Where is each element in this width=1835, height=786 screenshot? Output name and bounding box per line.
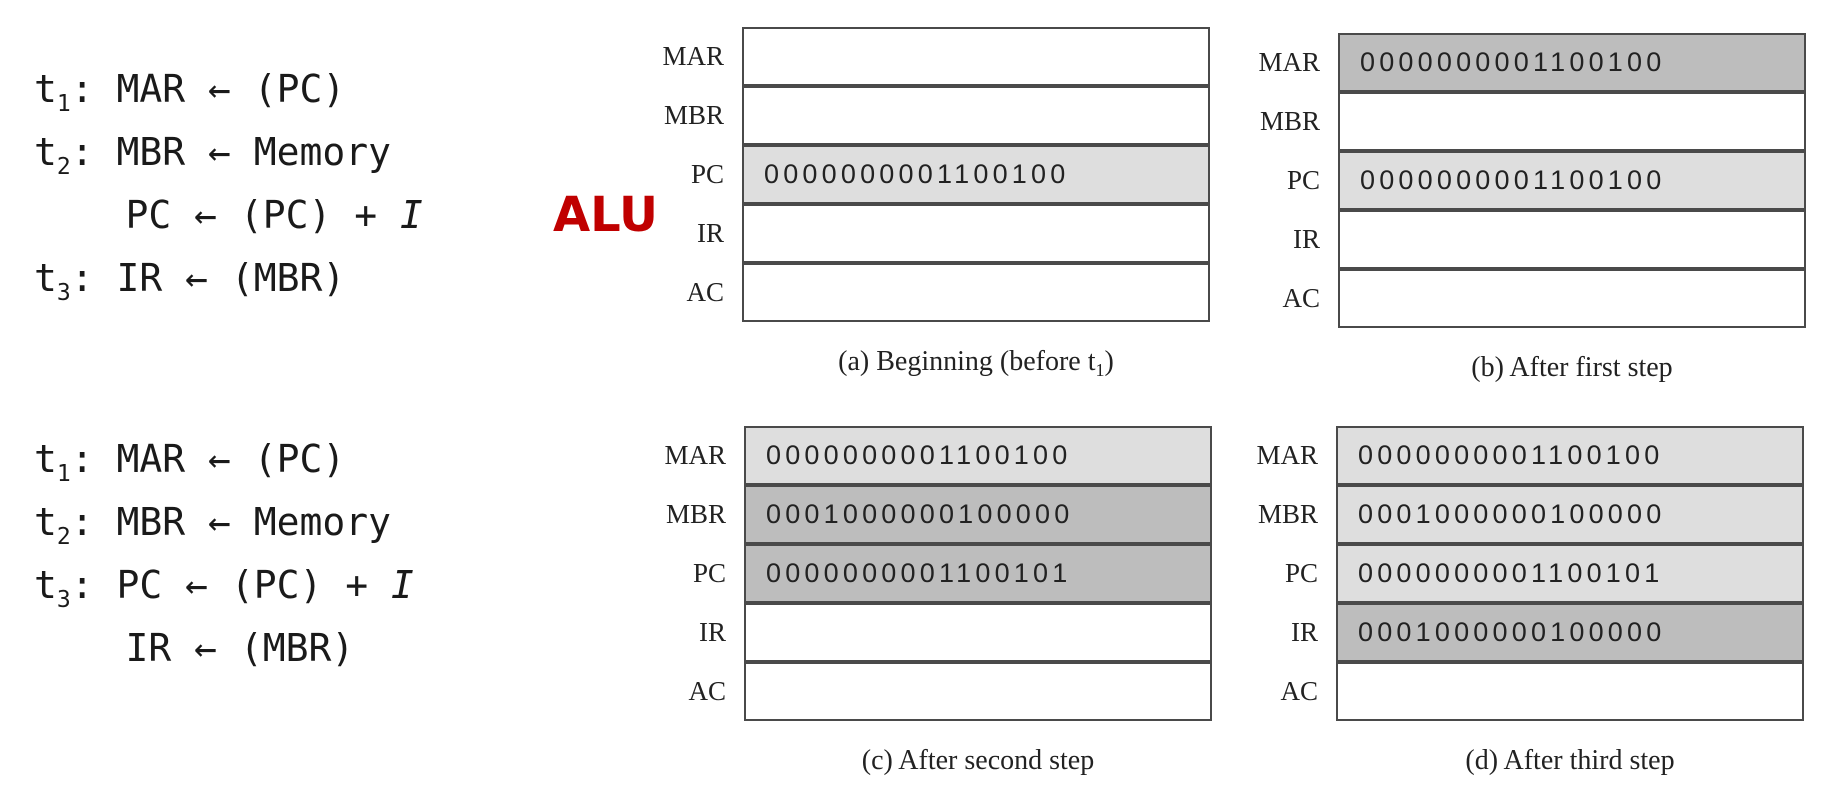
- register-label: PC: [690, 159, 724, 189]
- register-row-mar: MAR 0000000001100100: [1256, 426, 1804, 485]
- micro-sequence-b: t1: MAR ← (PC) t2: MBR ← Memory t3: PC ←…: [34, 428, 414, 680]
- register-value: 0000000001100101: [1336, 544, 1804, 603]
- register-row-ac: AC: [1280, 662, 1804, 721]
- register-value: [744, 603, 1212, 662]
- register-row-mar: MAR 0000000001100100: [1258, 33, 1806, 92]
- register-label: IR: [699, 617, 726, 647]
- panel-caption-d: (d) After third step: [1465, 745, 1675, 776]
- panel-caption-c: (c) After second step: [861, 745, 1095, 776]
- register-row-mbr: MBR 0001000000100000: [1258, 485, 1804, 544]
- register-value: 0000000001100100: [1338, 151, 1806, 210]
- register-row-mar: MAR 0000000001100100: [664, 426, 1212, 485]
- micro-line: t3: PC ← (PC) + I: [34, 563, 414, 613]
- register-row-pc: PC 0000000001100100: [1287, 151, 1806, 210]
- register-label: IR: [1291, 617, 1318, 647]
- register-value: [742, 27, 1210, 86]
- register-label: AC: [1280, 676, 1318, 706]
- register-label: PC: [692, 558, 726, 588]
- register-row-mbr: MBR 0001000000100000: [666, 485, 1212, 544]
- register-value: 0001000000100000: [1336, 485, 1804, 544]
- register-value: [744, 662, 1212, 721]
- register-label: AC: [1282, 283, 1320, 313]
- register-row-ir: IR: [1293, 210, 1806, 269]
- register-value: 0000000001100100: [742, 145, 1210, 204]
- micro-line: t3: IR ← (MBR): [34, 256, 346, 306]
- register-label: MBR: [1259, 106, 1320, 136]
- register-label: MAR: [662, 41, 724, 71]
- register-value: 0000000001100100: [1336, 426, 1804, 485]
- micro-line: t1: MAR ← (PC): [34, 437, 346, 487]
- register-value: [1338, 92, 1806, 151]
- register-row-ir: IR: [697, 204, 1210, 263]
- register-row-pc: PC 0000000001100101: [1285, 544, 1804, 603]
- register-row-mbr: MBR: [1260, 92, 1806, 151]
- register-label: MAR: [664, 440, 726, 470]
- register-value: [1338, 210, 1806, 269]
- register-value: 0000000001100100: [744, 426, 1212, 485]
- register-label: AC: [686, 277, 724, 307]
- register-label: AC: [688, 676, 726, 706]
- register-row-pc: PC 0000000001100100: [691, 145, 1210, 204]
- register-value: 0000000001100100: [1338, 33, 1806, 92]
- register-value: [742, 86, 1210, 145]
- register-value: 0000000001100101: [744, 544, 1212, 603]
- register-label: IR: [697, 218, 724, 248]
- micro-line: t2: MBR ← Memory: [34, 130, 392, 180]
- register-value: [1336, 662, 1804, 721]
- register-label: MAR: [1256, 440, 1318, 470]
- alu-label: ALU: [553, 187, 658, 243]
- register-label: MBR: [665, 499, 726, 529]
- register-label: MBR: [663, 100, 724, 130]
- register-row-mbr: MBR: [664, 86, 1210, 145]
- register-value: 0001000000100000: [1336, 603, 1804, 662]
- panel-caption-a: (a) Beginning (before t1): [838, 346, 1114, 380]
- register-row-ir: IR: [699, 603, 1212, 662]
- register-value: 0001000000100000: [744, 485, 1212, 544]
- micro-line: PC ← (PC) + I: [34, 193, 423, 237]
- micro-line: t1: MAR ← (PC): [34, 67, 346, 117]
- micro-line: IR ← (MBR): [34, 626, 355, 670]
- register-label: MAR: [1258, 47, 1320, 77]
- register-row-ac: AC: [686, 263, 1210, 322]
- register-label: PC: [1286, 165, 1320, 195]
- register-row-ac: AC: [688, 662, 1212, 721]
- register-value: [1338, 269, 1806, 328]
- register-value: [742, 263, 1210, 322]
- register-label: IR: [1293, 224, 1320, 254]
- register-value: [742, 204, 1210, 263]
- micro-sequence-a: t1: MAR ← (PC) t2: MBR ← Memory PC ← (PC…: [34, 58, 423, 310]
- micro-line: t2: MBR ← Memory: [34, 500, 392, 550]
- register-row-pc: PC 0000000001100101: [693, 544, 1212, 603]
- register-row-ir: IR 0001000000100000: [1291, 603, 1804, 662]
- register-label: PC: [1284, 558, 1318, 588]
- panel-caption-b: (b) After first step: [1471, 352, 1673, 383]
- register-row-ac: AC: [1282, 269, 1806, 328]
- register-label: MBR: [1257, 499, 1318, 529]
- register-row-mar: MAR: [662, 27, 1210, 86]
